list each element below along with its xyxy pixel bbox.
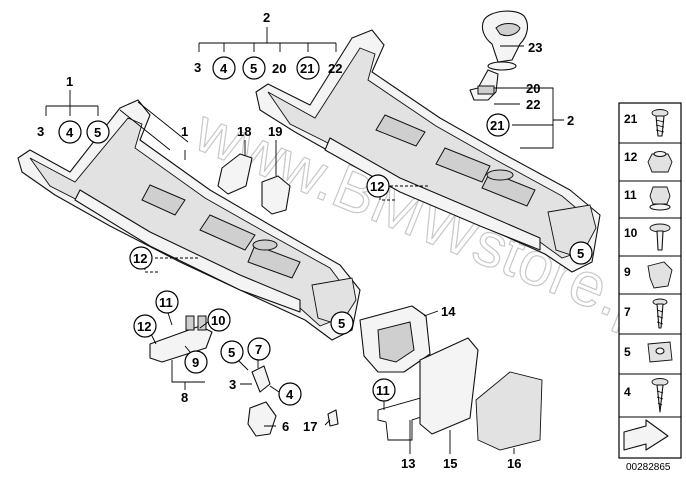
- label-5-small: 5: [228, 345, 235, 360]
- callout-circle: [212, 56, 236, 80]
- label-18: 18: [237, 124, 251, 139]
- legend-label-11: 11: [624, 188, 637, 202]
- label-3-group2: 3: [194, 60, 201, 75]
- label-5-right-console: 5: [577, 246, 584, 261]
- legend-label-21: 21: [624, 112, 638, 126]
- label-11-part13: 11: [376, 383, 390, 398]
- part-19-drawing: [261, 175, 291, 215]
- diagram-reference-number: 00282865: [626, 462, 671, 473]
- screw-icon: [652, 298, 668, 329]
- label-2-right: 2: [567, 113, 574, 128]
- part-17-drawing: [327, 409, 339, 427]
- label-5-left-console: 5: [338, 316, 345, 331]
- legend-label-5: 5: [624, 345, 631, 359]
- label-5-group2: 5: [250, 61, 257, 76]
- label-12-part8: 12: [137, 319, 151, 334]
- label-16: 16: [507, 456, 521, 471]
- label-4-group2: 4: [220, 61, 228, 76]
- direction-arrow-icon: [623, 419, 669, 451]
- gear-knob-drawing: [469, 10, 529, 101]
- console-left-drawing: [17, 99, 361, 341]
- label-11-part8: 11: [159, 295, 173, 310]
- callout-circle: [569, 241, 593, 265]
- label-12-right: 12: [370, 179, 384, 194]
- part-18-drawing: [217, 153, 253, 195]
- label-23: 23: [528, 40, 542, 55]
- label-1-console: 1: [181, 124, 188, 139]
- clip-nut-icon: [647, 341, 673, 363]
- callout-circle: [247, 337, 271, 361]
- legend-label-7: 7: [624, 305, 631, 319]
- label-7: 7: [255, 342, 262, 357]
- label-10: 10: [211, 313, 225, 328]
- callout-circle: [372, 378, 396, 402]
- part-3-bracket-drawing: [251, 365, 271, 393]
- callout-circle: [486, 113, 510, 137]
- label-20: 20: [526, 81, 540, 96]
- label-group-1: 1: [66, 74, 73, 89]
- callout-circle: [278, 382, 302, 406]
- callout-circle: [129, 246, 153, 270]
- label-3-small: 3: [229, 377, 236, 392]
- callout-circle: [58, 120, 82, 144]
- label-3-group1: 3: [37, 124, 44, 139]
- callout-circle: [133, 314, 157, 338]
- fastener-legend: 21 12 11 10 9 7: [618, 102, 682, 459]
- label-22: 22: [526, 97, 540, 112]
- callout-circle: [242, 56, 266, 80]
- label-21-group2: 21: [300, 61, 314, 76]
- label-21: 21: [490, 118, 504, 133]
- callout-circle: [220, 340, 244, 364]
- label-9: 9: [192, 355, 199, 370]
- label-8: 8: [181, 390, 188, 405]
- label-group-2: 2: [263, 10, 270, 25]
- label-14: 14: [441, 304, 456, 319]
- label-12-left: 12: [133, 251, 147, 266]
- flange-nut-icon: [649, 186, 671, 211]
- label-5-group1: 5: [94, 125, 101, 140]
- callout-labels: 1 3 4 5 2 3 4 5 20 21 22 1 18 19 23 20 2…: [37, 10, 593, 471]
- part-16-drawing: [475, 371, 543, 451]
- legend-label-10: 10: [624, 226, 638, 240]
- label-19: 19: [268, 124, 282, 139]
- label-20-group2: 20: [272, 61, 286, 76]
- callout-circle: [330, 311, 354, 335]
- callout-circle: [296, 56, 320, 80]
- washer-screw-icon: [649, 223, 671, 251]
- screw-icon: [651, 378, 669, 413]
- label-17: 17: [303, 419, 317, 434]
- label-15: 15: [443, 456, 457, 471]
- callout-circle: [184, 350, 208, 374]
- hex-nut-icon: [647, 153, 673, 173]
- clip-icon: [647, 261, 673, 289]
- callout-circle: [155, 290, 179, 314]
- label-13: 13: [401, 456, 415, 471]
- legend-label-9: 9: [624, 265, 631, 279]
- screw-icon: [651, 109, 669, 137]
- label-4-group1: 4: [66, 125, 74, 140]
- legend-label-4: 4: [624, 385, 631, 399]
- label-6: 6: [282, 419, 289, 434]
- label-22-group2: 22: [328, 61, 342, 76]
- legend-label-12: 12: [624, 150, 638, 164]
- callout-circle: [207, 308, 231, 332]
- label-4-small: 4: [286, 387, 294, 402]
- part-15-drawing: [419, 337, 479, 435]
- callout-circle: [366, 174, 390, 198]
- callout-circle: [86, 120, 110, 144]
- part-6-drawing: [247, 401, 277, 437]
